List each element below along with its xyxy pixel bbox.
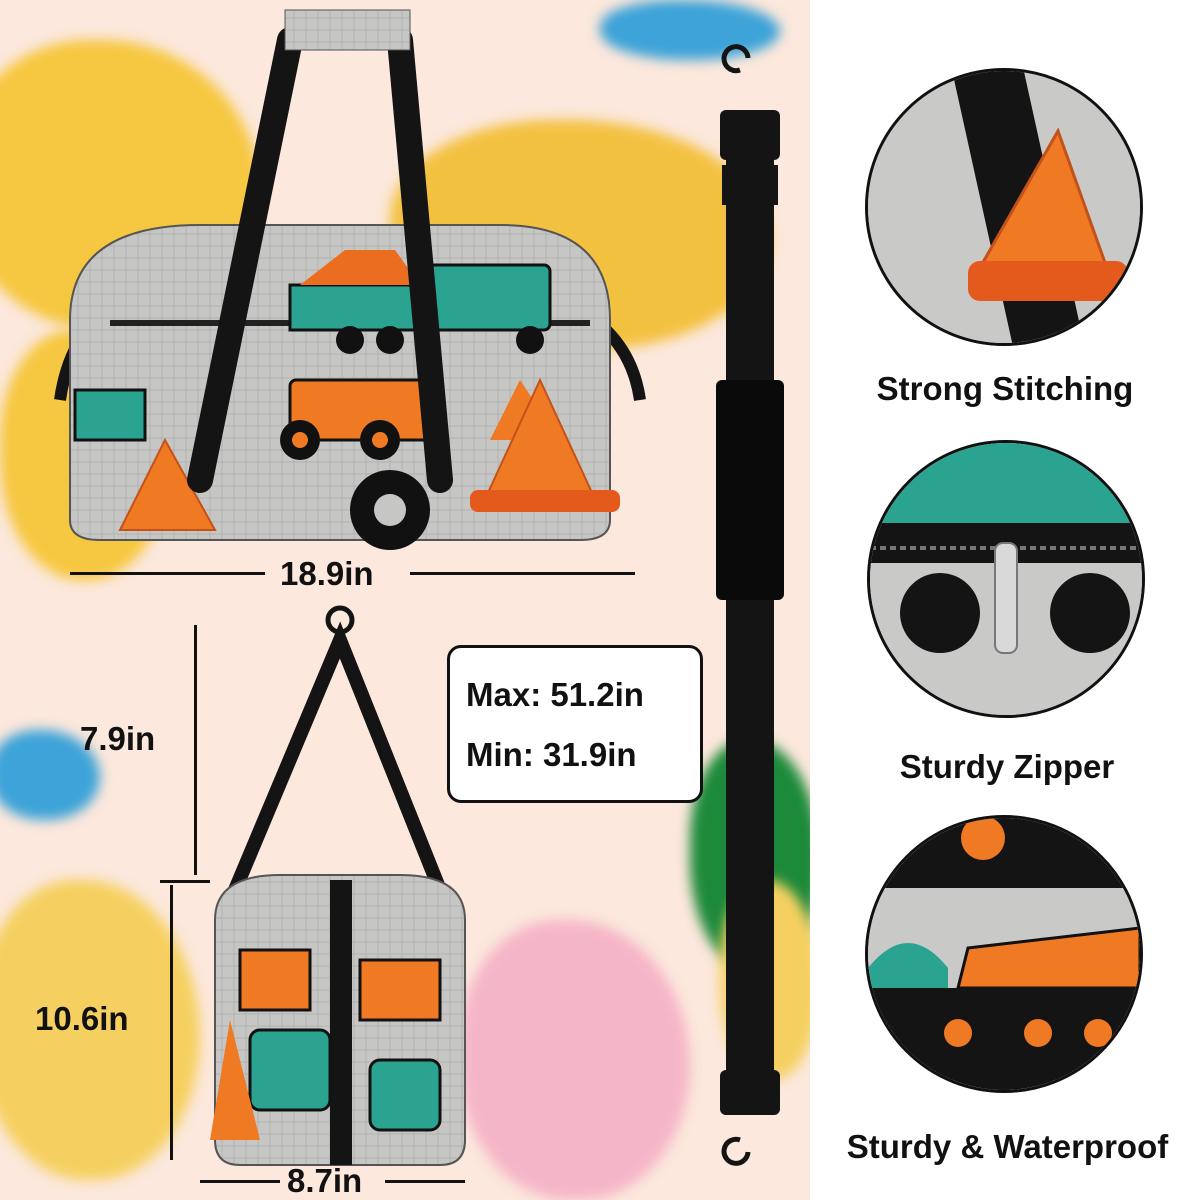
side-strap	[228, 621, 447, 893]
detached-strap	[716, 44, 784, 1166]
feature-label-stitching: Strong Stitching	[876, 370, 1134, 407]
pink-blob	[460, 920, 690, 1200]
zipper-pull-icon	[994, 542, 1018, 654]
yellow-blob	[0, 880, 200, 1180]
bag-illustrations	[54, 9, 784, 1166]
blue-blob	[0, 730, 100, 820]
strap-length-box: Max: 51.2in Min: 31.9in	[447, 645, 703, 803]
truck-bed	[288, 283, 422, 332]
depth-dimension: 8.7in	[287, 1162, 363, 1199]
truck-load	[300, 250, 420, 285]
shoulder-pad	[716, 380, 784, 600]
detail-stitching	[865, 68, 1143, 346]
snap-hook-top	[721, 44, 751, 74]
detail-waterproof	[865, 815, 1143, 1093]
strap-max: Max: 51.2in	[466, 676, 644, 713]
height-cap	[160, 880, 210, 883]
handle-left	[187, 27, 303, 493]
feature-label-zipper: Sturdy Zipper	[899, 748, 1115, 785]
width-line-left	[70, 572, 265, 575]
side-strap-down	[330, 880, 352, 1165]
strap-min: Min: 31.9in	[466, 736, 637, 773]
bag-side-view	[210, 605, 466, 1166]
detail-zipper	[867, 440, 1145, 718]
drop-line	[194, 625, 197, 875]
bag-front-view	[54, 9, 646, 550]
depth-line-left	[200, 1180, 280, 1183]
truck-cab	[418, 263, 552, 332]
feature-label-waterproof: Sturdy & Waterproof	[846, 1128, 1169, 1165]
width-line-right	[410, 572, 635, 575]
handle-right	[387, 27, 453, 493]
height-line	[170, 885, 173, 1160]
blue-blob	[600, 0, 780, 60]
handle-wrap	[284, 9, 411, 51]
strap-body	[726, 130, 774, 1110]
snap-hook-bottom	[721, 1136, 751, 1166]
depth-line-right	[385, 1180, 465, 1183]
strap-drop-dimension: 7.9in	[80, 720, 156, 757]
height-dimension: 10.6in	[35, 1000, 129, 1037]
width-dimension: 18.9in	[280, 555, 374, 592]
